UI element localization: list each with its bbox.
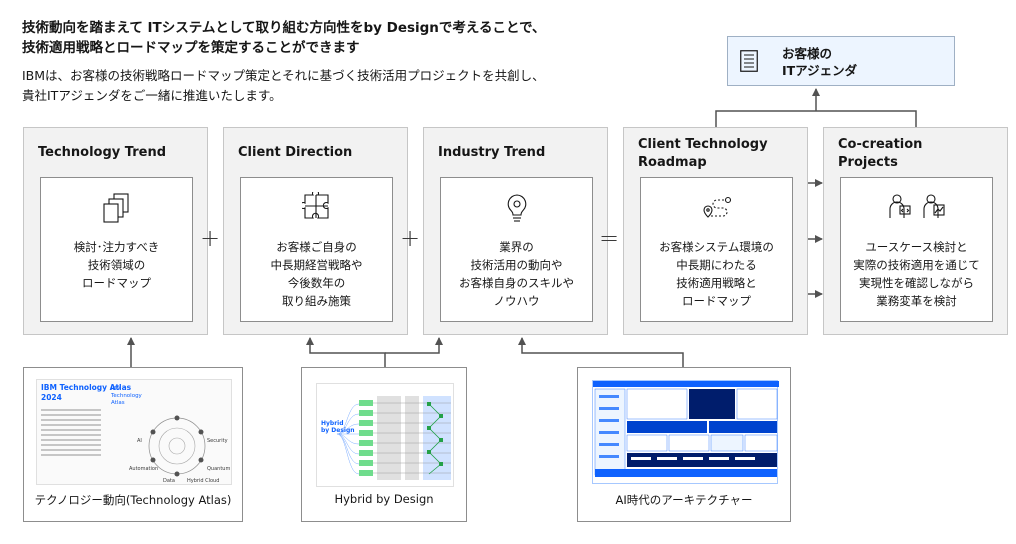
panel-title: Client Technology Roadmap (638, 137, 768, 170)
headline-line-2: 技術適用戦略とロードマップを策定することができます (22, 40, 360, 56)
panel-client-direction: Client Direction お客様ご自身の 中長期経営戦略や 今後数年の … (223, 127, 408, 335)
agenda-connector (715, 110, 917, 127)
subtitle-line-2: 貴社ITアジェンダをご一緒に推進いたします。 (22, 88, 282, 103)
panel-content: お客様システム環境の 中長期にわたる 技術適用戦略と ロードマップ (640, 177, 793, 322)
hybrid-diagram (336, 396, 451, 480)
panel-title: Technology Trend (38, 145, 167, 160)
route-icon (702, 196, 731, 218)
arrow-hybrid-to-industry (385, 337, 443, 354)
panel-body: お客様システム環境の 中長期にわたる 技術適用戦略と ロードマップ (659, 240, 774, 308)
puzzle-icon (301, 192, 329, 219)
reference-caption: AI時代のアーキテクチャー (615, 493, 753, 507)
reference-caption: テクノロジー動向(Technology Atlas) (34, 493, 232, 507)
panel-content: 業界の 技術活用の動向や お客様自身のスキルや ノウハウ (440, 177, 593, 322)
checklist-icon (740, 50, 758, 72)
agenda-box: お客様の ITアジェンダ (727, 36, 955, 86)
panel-co-creation-projects: Co-creation Projects ユースケース検討と 実際の技術適用を通… (823, 127, 1008, 335)
subtitle-line-1: IBMは、お客様の技術戦略ロードマップ策定とそれに基づく技術活用プロジェクトを共… (22, 68, 545, 83)
reference-caption: Hybrid by Design (334, 492, 434, 506)
panel-body: お客様ご自身の 中長期経営戦略や 今後数年の 取り組み施策 (270, 240, 363, 308)
atlas-diagram (148, 415, 206, 477)
reference-ai-architecture: AI時代のアーキテクチャー (577, 367, 791, 522)
documents-icon (102, 193, 129, 223)
hybrid-by-design-thumbnail: Hybrid by Design (316, 383, 454, 487)
panel-technology-trend: Technology Trend 検討･注力すべき 技術領域の ロードマップ (23, 127, 208, 335)
architecture-diagram (593, 381, 779, 477)
panel-content: お客様ご自身の 中長期経営戦略や 今後数年の 取り組み施策 (240, 177, 393, 322)
panel-title: Industry Trend (438, 145, 546, 160)
panel-client-technology-roadmap: Client Technology Roadmap お客様システム環境の 中長期… (623, 127, 808, 335)
reference-technology-atlas: IBM Technology Atlas 2024 IBM Technology… (23, 367, 243, 522)
ai-architecture-thumbnail (592, 380, 779, 484)
subtitle: IBMは、お客様の技術戦略ロードマップ策定とそれに基づく技術活用プロジェクトを共… (22, 66, 545, 106)
plus-operator: + (200, 224, 221, 252)
headline: 技術動向を踏まえて ITシステムとして取り組む方向性をby Designで考える… (22, 18, 546, 58)
panel-content: ユースケース検討と 実際の技術適用を通じて 実現性を確認しながら 業務変革を検討 (840, 177, 993, 322)
panel-industry-trend: Industry Trend 業界の 技術活用の動向や お客様自身のスキルや ノ… (423, 127, 608, 335)
equals-operator: = (599, 224, 620, 252)
panel-body: 業界の 技術活用の動向や お客様自身のスキルや ノウハウ (459, 240, 574, 308)
reference-hybrid-by-design: Hybrid by Design (301, 367, 467, 522)
headline-line-1: 技術動向を踏まえて ITシステムとして取り組む方向性をby Designで考える… (22, 20, 546, 36)
panel-content: 検討･注力すべき 技術領域の ロードマップ (40, 177, 193, 322)
panel-title: Client Direction (238, 145, 353, 160)
agenda-label: お客様の ITアジェンダ (782, 46, 858, 78)
panel-body: ユースケース検討と 実際の技術適用を通じて 実現性を確認しながら 業務変革を検討 (853, 240, 980, 308)
arrow-ai-arch-to-industry (518, 337, 684, 367)
lightbulb-icon (507, 194, 526, 222)
panel-body: 検討･注力すべき 技術領域の ロードマップ (73, 240, 160, 290)
technology-atlas-thumbnail: IBM Technology Atlas 2024 IBM Technology… (36, 379, 232, 485)
collaboration-icon (888, 194, 945, 218)
arrow-hybrid-to-direction (306, 337, 386, 367)
plus-operator: + (400, 224, 421, 252)
panel-title: Co-creation Projects (838, 137, 923, 170)
